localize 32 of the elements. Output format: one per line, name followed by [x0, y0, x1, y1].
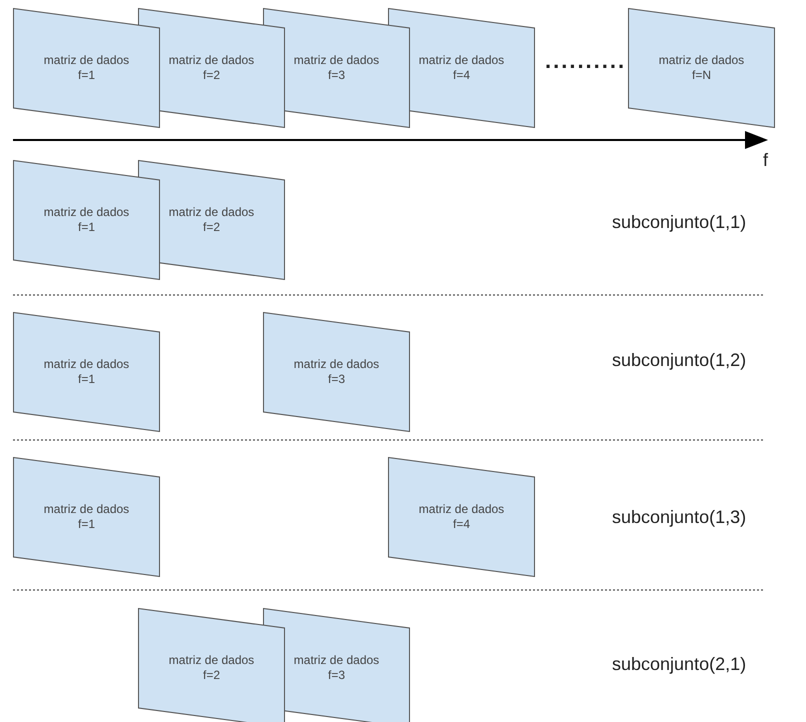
sheet-label: matriz de dados — [418, 53, 504, 68]
sheet-label: matriz de dados — [418, 502, 504, 517]
sheet-label: f=3 — [328, 68, 345, 83]
subset-label: subconjunto(1,3) — [612, 507, 746, 528]
subset-label: subconjunto(1,1) — [612, 212, 746, 233]
sheet-label: f=1 — [78, 517, 95, 532]
sheet-label: matriz de dados — [168, 653, 254, 668]
sheet-label: f=2 — [202, 220, 220, 235]
sheet-label: f=1 — [78, 372, 95, 387]
sheet-label: f=3 — [328, 372, 345, 387]
sheet-label: matriz de dados — [294, 653, 380, 668]
sheet-label: matriz de dados — [44, 205, 130, 220]
sheet-label: f=4 — [452, 517, 470, 532]
sheet-label: matriz de dados — [44, 357, 130, 372]
sheet-label: matriz de dados — [168, 53, 254, 68]
sheet-label: f=2 — [202, 68, 220, 83]
sheet-label: f=1 — [78, 220, 95, 235]
sheet-label: f=1 — [78, 68, 95, 83]
sheet-label: matriz de dados — [168, 205, 254, 220]
ellipsis: .......... — [545, 48, 626, 74]
sheet-label: f=4 — [452, 68, 470, 83]
sheet-label: matriz de dados — [44, 53, 130, 68]
axis-label: f — [763, 150, 768, 171]
sheet-label: f=2 — [202, 668, 220, 683]
subset-label: subconjunto(1,2) — [612, 350, 746, 371]
sheet-label: matriz de dados — [44, 502, 130, 517]
sheet-label: f=N — [692, 68, 711, 83]
subset-label: subconjunto(2,1) — [612, 654, 746, 675]
sheet-label: matriz de dados — [294, 53, 380, 68]
sheet-label: f=3 — [328, 668, 345, 683]
sheet-label: matriz de dados — [658, 53, 744, 68]
sheet-label: matriz de dados — [294, 357, 380, 372]
